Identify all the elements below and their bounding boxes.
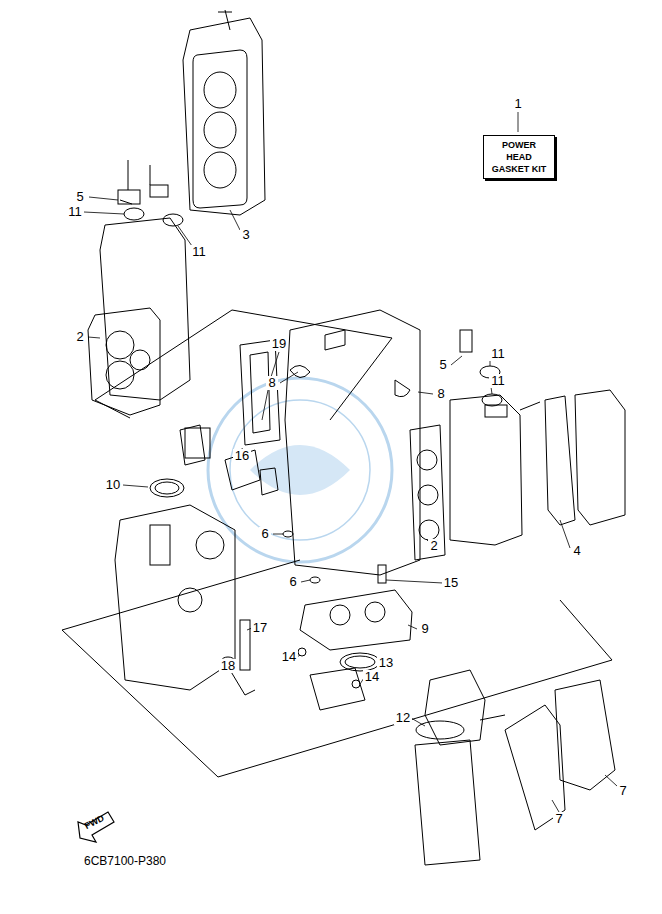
callout-number: 2 [428,539,439,553]
callout-number: 8 [266,376,277,390]
direction-mark: FWD [80,810,108,834]
callout-number: 18 [219,659,237,673]
callout-number: 1 [512,97,523,111]
callout-number: 9 [419,622,430,636]
callout-number: 5 [74,190,85,204]
callout-number: 6 [259,527,270,541]
callout-number: 19 [270,337,288,351]
callout-number: 6 [287,575,298,589]
callout-number: 2 [74,330,85,344]
kit-box: POWER HEAD GASKET KIT [483,135,555,179]
watermark [208,378,392,562]
callout-number: 11 [489,374,507,388]
callout-number: 15 [442,576,460,590]
callout-number: 7 [617,784,628,798]
callout-number: 8 [435,387,446,401]
callout-number: 3 [240,228,251,242]
callout-number: 12 [394,711,412,725]
callout-number: 16 [233,449,251,463]
callout-number: 11 [190,245,208,259]
callout-number: 5 [437,358,448,372]
callout-number: 14 [280,650,298,664]
diagram-code: 6CB7100-P380 [82,854,168,868]
callout-number: 7 [553,812,564,826]
callout-number: 13 [377,656,395,670]
callout-number: 11 [489,347,507,361]
kit-title: POWER HEAD GASKET KIT [489,139,549,175]
callout-number: 17 [251,621,269,635]
callout-number: 10 [104,478,122,492]
callout-number: 11 [66,205,84,219]
callout-number: 14 [363,670,381,684]
callout-number: 4 [571,544,582,558]
